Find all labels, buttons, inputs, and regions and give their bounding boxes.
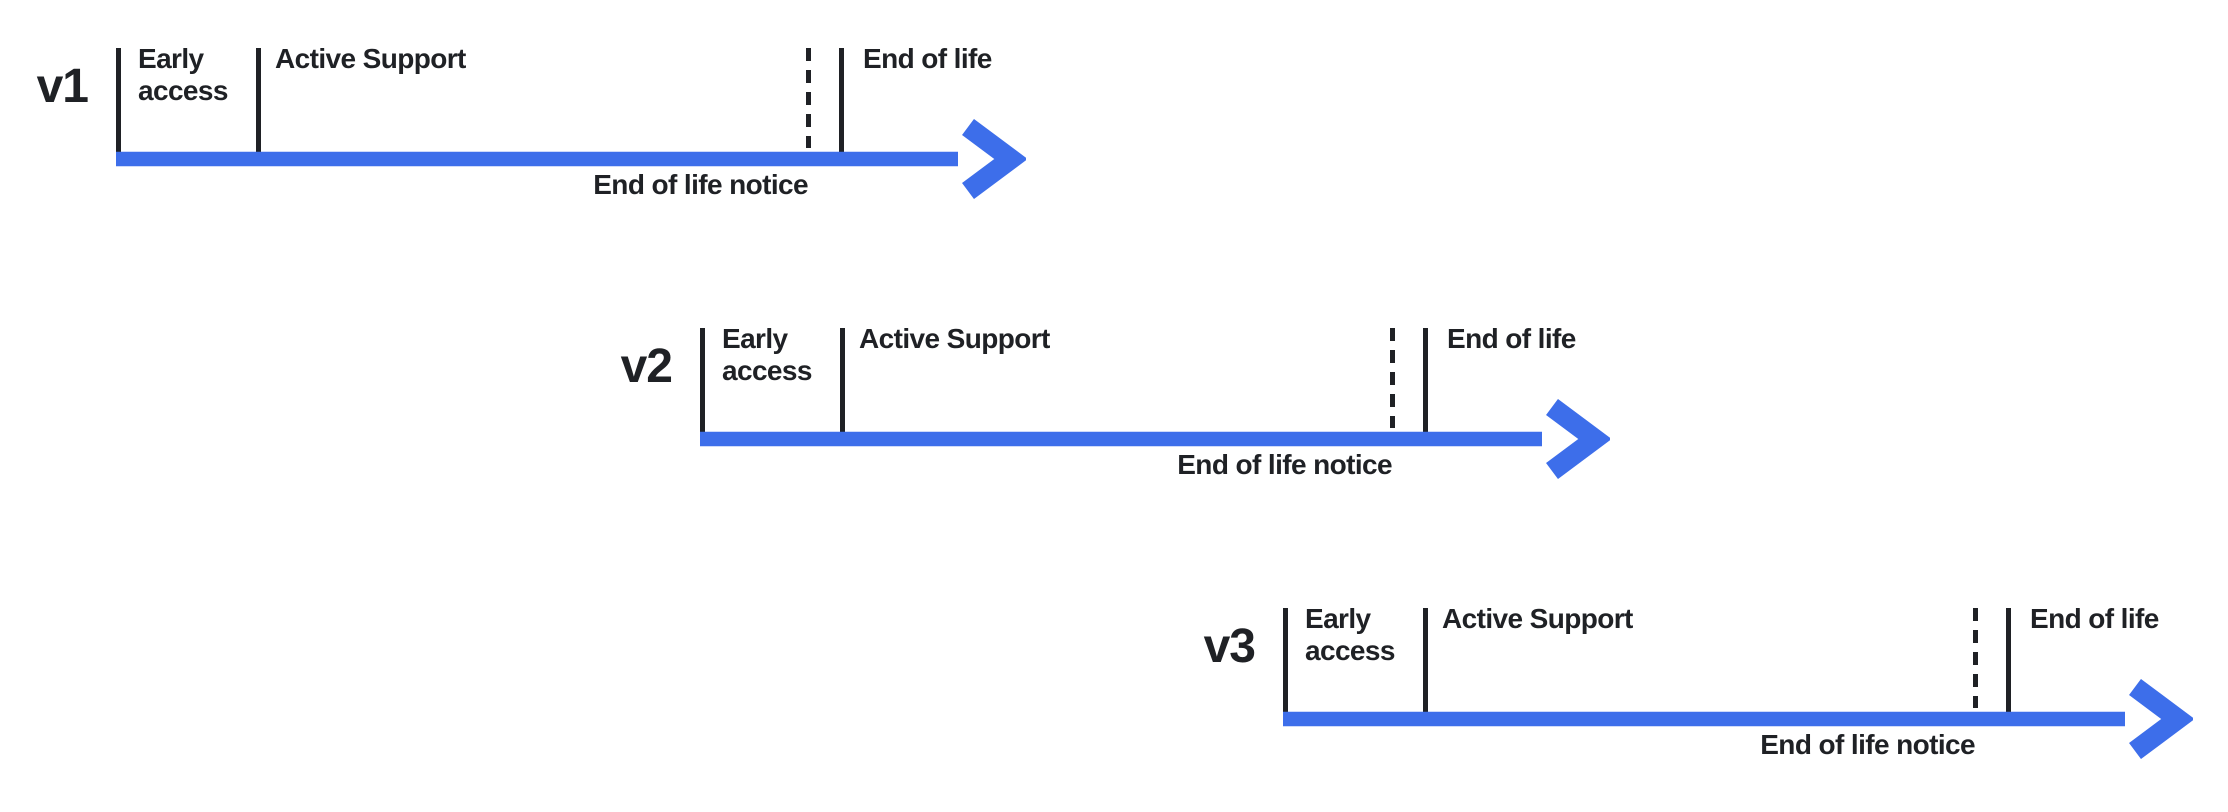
end-of-life-notice-label: End of life notice <box>593 169 808 200</box>
eol-notice-dashed-tick <box>806 48 811 148</box>
timeline-arrow-icon <box>1283 679 2193 759</box>
end-of-life-notice-label: End of life notice <box>1760 729 1975 760</box>
end-of-life-tick <box>839 48 844 152</box>
eol-notice-dashed-tick <box>1973 608 1978 708</box>
early-access-start-tick <box>700 328 705 432</box>
active-support-start-tick <box>840 328 845 432</box>
timeline-arrow-icon <box>700 399 1610 479</box>
timeline-v3: v3 Early access Active Support End of li… <box>1204 603 2225 778</box>
end-of-life-tick <box>1423 328 1428 432</box>
early-access-start-tick <box>1283 608 1288 712</box>
timeline-arrow-icon <box>116 119 1026 199</box>
active-support-label: Active Support <box>275 43 466 74</box>
timeline-v2: v2 Early access Active Support End of li… <box>621 323 1642 498</box>
end-of-life-label: End of life <box>1447 323 1576 354</box>
early-access-label: Early access <box>1305 603 1395 666</box>
active-support-label: Active Support <box>859 323 1050 354</box>
end-of-life-label: End of life <box>863 43 992 74</box>
end-of-life-tick <box>2006 608 2011 712</box>
version-label-v2: v2 <box>620 340 673 393</box>
early-access-start-tick <box>116 48 121 152</box>
early-access-label: Early access <box>722 323 812 386</box>
version-label-v3: v3 <box>1203 620 1256 673</box>
eol-notice-dashed-tick <box>1390 328 1395 428</box>
end-of-life-notice-label: End of life notice <box>1177 449 1392 480</box>
version-label-v1: v1 <box>36 60 89 113</box>
end-of-life-label: End of life <box>2030 603 2159 634</box>
active-support-start-tick <box>256 48 261 152</box>
timeline-v1: v1 Early access Active Support End of li… <box>37 43 1058 218</box>
active-support-label: Active Support <box>1442 603 1633 634</box>
active-support-start-tick <box>1423 608 1428 712</box>
early-access-label: Early access <box>138 43 228 106</box>
